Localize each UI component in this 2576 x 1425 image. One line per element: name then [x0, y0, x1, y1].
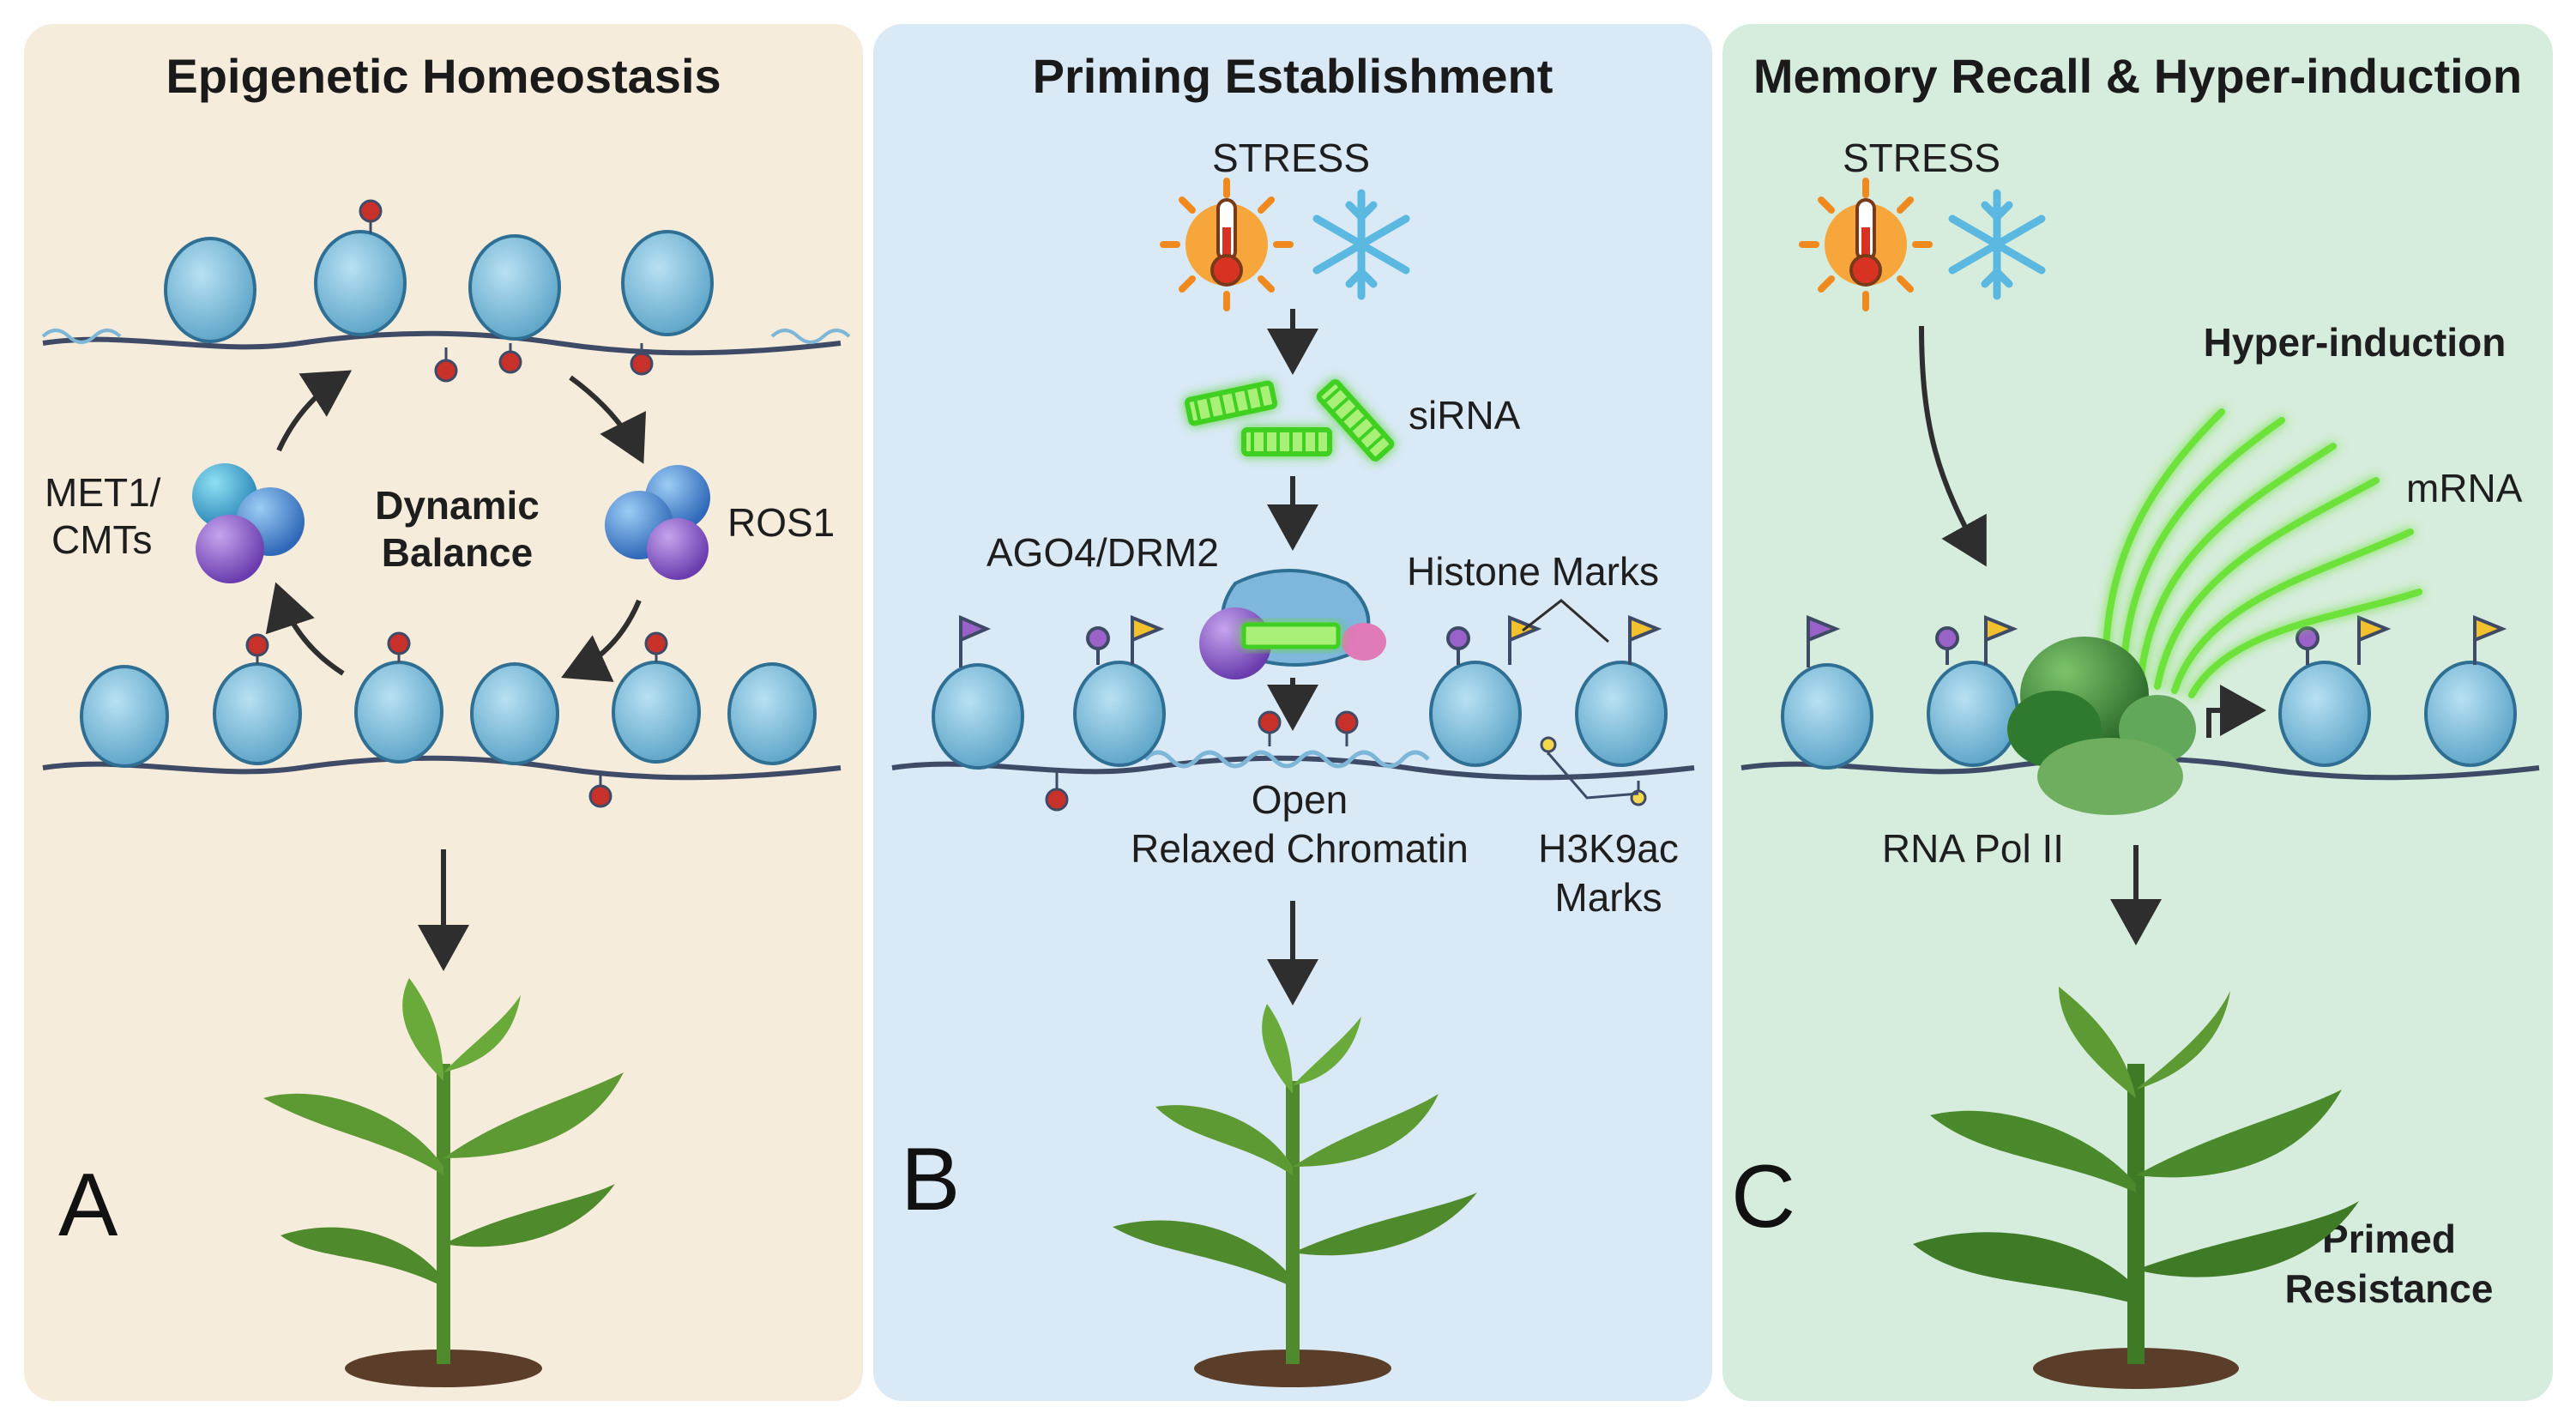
- h3k9ac-line2: Marks: [1554, 875, 1662, 920]
- thermometer-sun-icon: [1160, 178, 1294, 311]
- ros1-enzyme: [605, 465, 710, 580]
- met1-label-line2: CMTs: [51, 517, 153, 562]
- panel-c-histone-flags: [1807, 615, 2507, 667]
- panel-c-title: Memory Recall & Hyper-induction: [1753, 49, 2522, 103]
- rna-pol-ii-complex: [2007, 637, 2196, 815]
- primed-resistance-line1: Primed: [2322, 1217, 2456, 1261]
- plant-icon: [1913, 987, 2359, 1389]
- met1-cmts-enzyme: [192, 463, 305, 583]
- met1-label-line1: MET1/: [45, 470, 161, 515]
- thermometer-sun-icon: [1799, 178, 1933, 311]
- panel-b-title: Priming Establishment: [1033, 49, 1553, 103]
- panel-a-title: Epigenetic Homeostasis: [166, 49, 721, 103]
- sirna-label: siRNA: [1409, 393, 1521, 438]
- transcription-start-arrow-icon: [2206, 685, 2266, 738]
- panel-b-h3k9ac-markers: [1540, 736, 1647, 806]
- panel-a-methyl-marks: [245, 199, 668, 808]
- mrna-label: mRNA: [2406, 466, 2523, 510]
- open-chromatin-line1: Open: [1252, 777, 1348, 822]
- panel-c-letter: C: [1731, 1147, 1795, 1247]
- ago4-drm2-complex: [1199, 569, 1386, 679]
- histone-marks-label: Histone Marks: [1407, 549, 1659, 594]
- primed-resistance-line2: Resistance: [2285, 1266, 2494, 1311]
- panel-a-letter: A: [58, 1156, 118, 1255]
- panel-a-dna-bottom: [42, 755, 842, 781]
- sirna-molecules: [1184, 379, 1395, 462]
- panel-a-nucleosome-row-top: [164, 230, 714, 343]
- panel-a-background: [24, 24, 863, 1401]
- dynamic-balance-line2: Balance: [382, 530, 533, 575]
- panel-b-stress-label: STRESS: [1212, 136, 1370, 180]
- panel-b-dna: [891, 750, 1695, 781]
- h3k9ac-line1: H3K9ac: [1538, 826, 1679, 871]
- snowflake-icon: [1948, 189, 2046, 300]
- panel-b-histone-marks-callout: [1522, 599, 1609, 643]
- mrna-transcripts: [2102, 408, 2422, 698]
- open-chromatin-line2: Relaxed Chromatin: [1131, 826, 1469, 871]
- panel-b-nucleosomes: [932, 661, 1668, 770]
- panel-a-cycle-arrows: [265, 370, 647, 682]
- hyper-induction-label: Hyper-induction: [2204, 320, 2507, 365]
- rna-pol-ii-label: RNA Pol II: [1882, 826, 2064, 871]
- ago4-drm2-label: AGO4/DRM2: [986, 530, 1219, 575]
- panel-a-nucleosome-row-bottom: [80, 661, 817, 768]
- plant-icon: [1113, 1004, 1477, 1387]
- dynamic-balance-line1: Dynamic: [375, 483, 540, 528]
- panel-a-dna-top: [41, 329, 851, 356]
- panel-b-letter: B: [901, 1130, 960, 1229]
- arrow-icon: [1919, 325, 1987, 567]
- panel-c-nucleosomes: [1781, 661, 2517, 770]
- ros1-label: ROS1: [727, 500, 835, 545]
- panel-c-stress-label: STRESS: [1843, 136, 2000, 180]
- snowflake-icon: [1312, 189, 1410, 300]
- plant-icon: [263, 978, 624, 1387]
